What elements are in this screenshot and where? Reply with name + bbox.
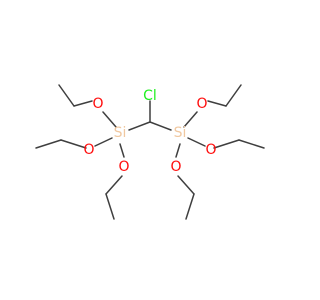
bond-ethyl-lm-2 [35, 139, 62, 149]
bond-si-left-o-mid [94, 137, 113, 147]
bond-si-left-o-bottom [119, 143, 125, 158]
bond-ethyl-lm-1 [60, 139, 87, 149]
silicon-right-label: Si [174, 125, 187, 141]
bond-si-left-o-top [102, 111, 117, 128]
bond-ethyl-rt-1 [207, 100, 227, 107]
oxygen-left-mid-label: O [83, 142, 94, 158]
bond-ethyl-lb-1 [105, 175, 123, 195]
bond-ethyl-lb-2 [105, 193, 115, 220]
chlorine-label: Cl [143, 88, 157, 104]
bond-ethyl-rm-2 [238, 139, 265, 149]
atom-labels: Cl Si Si O O O O O O [83, 88, 216, 175]
bond-ethyl-rt-2 [225, 84, 242, 107]
bond-si-right-o-mid [187, 137, 206, 147]
bond-c-si-right [149, 121, 172, 131]
bond-si-right-o-top [183, 111, 198, 128]
bond-ethyl-lt-1 [73, 100, 93, 107]
bond-lines [35, 84, 265, 220]
molecule-canvas: Cl Si Si O O O O O O [35, 84, 265, 220]
bond-ethyl-lt-2 [58, 84, 75, 107]
bond-ethyl-rb-2 [185, 193, 195, 220]
bond-ethyl-rb-1 [177, 175, 195, 195]
oxygen-left-top-label: O [92, 96, 103, 112]
oxygen-left-bottom-label: O [118, 159, 129, 175]
molecule-structure: Cl Si Si O O O O O O [35, 84, 265, 220]
oxygen-right-top-label: O [196, 96, 207, 112]
bond-ethyl-rm-1 [213, 139, 240, 149]
bond-c-si-left [128, 121, 151, 131]
silicon-left-label: Si [114, 125, 127, 141]
oxygen-right-bottom-label: O [170, 159, 181, 175]
bond-si-right-o-bottom [175, 143, 181, 158]
oxygen-right-mid-label: O [205, 142, 216, 158]
